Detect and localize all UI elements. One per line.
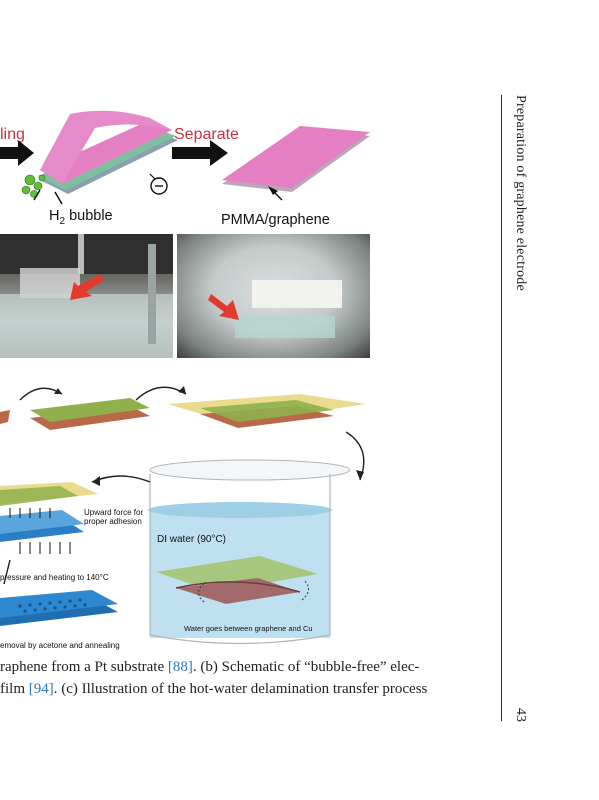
red-arrow-icon bbox=[208, 294, 239, 320]
running-header: Preparation of graphene electrode bbox=[513, 95, 528, 291]
peeling-stack bbox=[38, 110, 178, 194]
plate-yellow-green-copper bbox=[168, 394, 366, 428]
beaker-photo bbox=[0, 234, 173, 358]
upward-force-label: Upward force for proper adhesion bbox=[84, 508, 144, 526]
header-rule bbox=[501, 95, 502, 721]
arrow-separate-icon bbox=[172, 140, 228, 166]
arrow-left-icon bbox=[0, 140, 34, 166]
page-number: 43 bbox=[513, 708, 528, 722]
panel-c-schematic bbox=[0, 386, 366, 645]
petri-photo bbox=[177, 234, 370, 358]
h2-bubbles-icon bbox=[21, 174, 46, 198]
separate-label: Separate bbox=[174, 126, 239, 143]
panel-a-schematic bbox=[0, 110, 370, 205]
h2-bubble-label: H2 bubble bbox=[49, 208, 113, 227]
caption-line-1: raphene from a Pt substrate [88]. (b) Sc… bbox=[0, 659, 420, 675]
di-water-label: DI water (90°C) bbox=[157, 534, 227, 545]
hot-water-beaker bbox=[148, 459, 351, 645]
final-plate bbox=[0, 590, 118, 626]
red-arrow-icon bbox=[70, 274, 104, 300]
citation-link[interactable]: [88] bbox=[167, 659, 193, 675]
peeling-label: ling bbox=[0, 126, 25, 143]
pressing-stack bbox=[0, 482, 98, 542]
pmma-graphene-label: PMMA/graphene bbox=[221, 212, 330, 228]
caption-line-2: film [94]. (c) Illustration of the hot-w… bbox=[0, 681, 428, 697]
removal-label: emoval by acetone and annealing bbox=[0, 641, 120, 650]
pmma-graphene-sheet bbox=[222, 126, 370, 192]
pressure-heating-label: pressure and heating to 140°C bbox=[0, 573, 109, 582]
citation-link[interactable]: [94] bbox=[28, 681, 54, 697]
figure-caption: raphene from a Pt substrate [88]. (b) Sc… bbox=[0, 656, 486, 700]
pressure-arrows-icon bbox=[9, 508, 71, 554]
plate-green-copper bbox=[30, 398, 150, 430]
water-between-label: Water goes between graphene and Cu bbox=[184, 624, 313, 633]
